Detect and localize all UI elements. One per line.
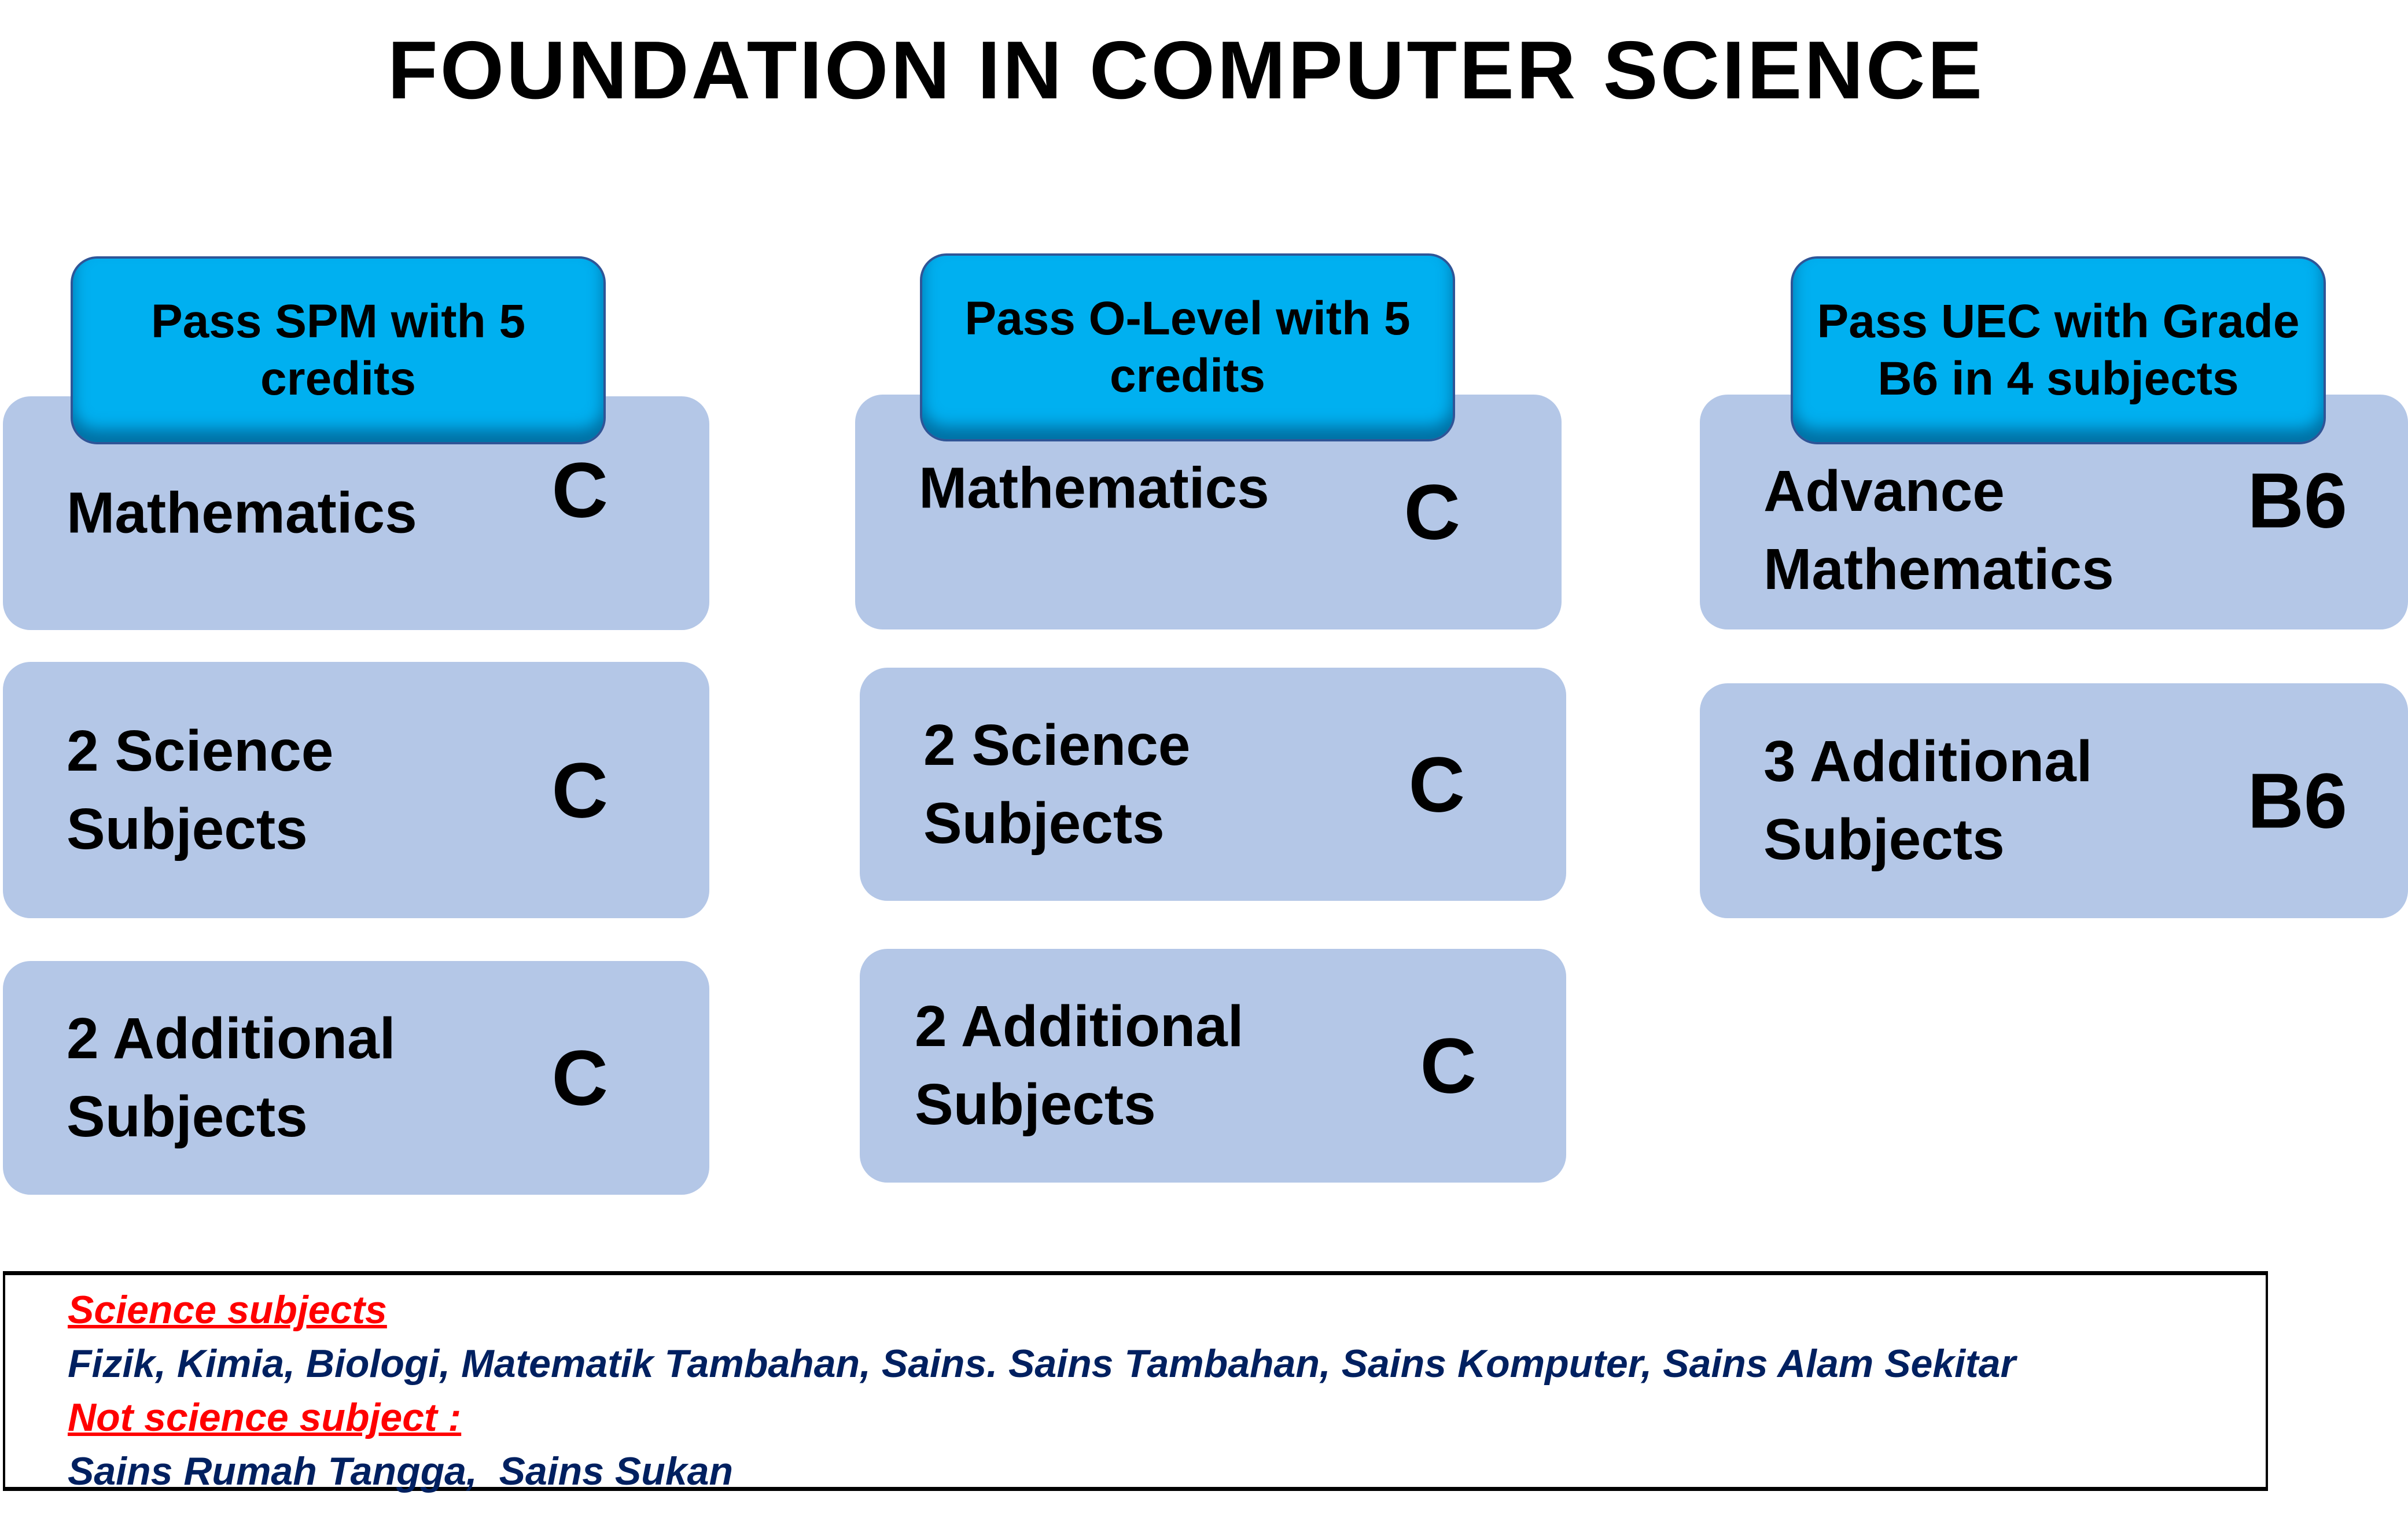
- requirement-card-spm-science: 2 Science Subjects C: [3, 662, 709, 918]
- science-subjects-heading: Science subjects: [68, 1288, 387, 1332]
- uec-header-box: Pass UEC with Grade B6 in 4 subjects: [1791, 256, 2326, 444]
- olevel-header-box: Pass O-Level with 5 credits: [920, 253, 1455, 441]
- subject-label: Mathematics: [67, 480, 417, 546]
- requirement-card-uec-additional: 3 Additional Subjects B6: [1700, 683, 2408, 918]
- subject-label: 2 Science Subjects: [67, 718, 334, 861]
- grade-label: C: [551, 746, 609, 834]
- grade-label: C: [1404, 468, 1461, 556]
- grade-label: C: [551, 446, 609, 534]
- subject-label: Advance Mathematics: [1763, 459, 2114, 602]
- subject-label: 2 Science Subjects: [923, 712, 1191, 856]
- requirement-card-olevel-additional: 2 Additional Subjects C: [860, 949, 1566, 1183]
- subject-label: 3 Additional Subjects: [1763, 729, 2093, 872]
- grade-label: C: [1408, 741, 1466, 828]
- grade-label: C: [1420, 1022, 1477, 1110]
- page-title: FOUNDATION IN COMPUTER SCIENCE: [387, 24, 1985, 116]
- not-science-heading: Not science subject :: [68, 1396, 462, 1439]
- spm-header-box: Pass SPM with 5 credits: [71, 256, 606, 444]
- grade-label: B6: [2247, 757, 2347, 845]
- grade-label: B6: [2247, 456, 2347, 544]
- grade-label: C: [551, 1034, 609, 1122]
- requirement-card-spm-additional: 2 Additional Subjects C: [3, 961, 709, 1195]
- notes-box: Science subjects Fizik, Kimia, Biologi, …: [3, 1271, 2268, 1493]
- science-subjects-list: Fizik, Kimia, Biologi, Matematik Tambaha…: [68, 1342, 2016, 1386]
- not-science-list: Sains Rumah Tangga, Sains Sukan: [68, 1449, 733, 1493]
- requirement-card-olevel-science: 2 Science Subjects C: [860, 668, 1566, 901]
- subject-label: 2 Additional Subjects: [915, 994, 1244, 1137]
- subject-label: 2 Additional Subjects: [67, 1006, 396, 1149]
- subject-label: Mathematics: [919, 455, 1269, 521]
